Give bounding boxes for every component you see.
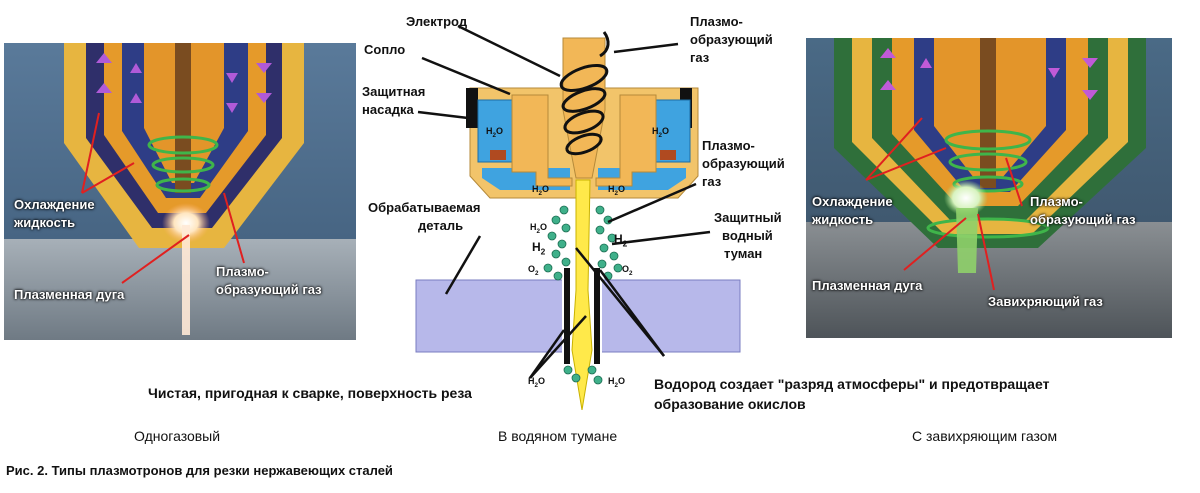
right-coolant-label-1: Охлаждение [812, 194, 893, 209]
shield-label-2: насадка [362, 102, 414, 117]
h2o-channel-right: H2O [608, 184, 626, 197]
right-torch-image [806, 38, 1172, 338]
workpiece-label-1: Обрабатываемая [368, 200, 481, 215]
left-arc-label: Плазменная дуга [14, 287, 125, 302]
electrode-label: Электрод [406, 14, 468, 29]
gas-mid-label-2: образующий [702, 156, 785, 171]
o2-left: O2 [528, 264, 539, 277]
right-gas-label-2: образующий газ [1030, 212, 1136, 227]
shield-label-1: Защитная [362, 84, 426, 99]
right-coolant-label-2: жидкость [812, 212, 874, 227]
h2-right: H2 [614, 232, 628, 249]
surface-label: Чистая, пригодная к сварке, поверхность … [148, 385, 472, 401]
h2o-bottom-left: H2O [528, 376, 546, 389]
figure-caption: Рис. 2. Типы плазмотронов для резки нерж… [6, 463, 393, 478]
gas-mid-label-3: газ [702, 174, 722, 189]
left-gas-label-1: Плазмо- [216, 264, 269, 279]
h2o-chamber-right: H2O [652, 126, 670, 139]
h2o-chamber-left: H2O [486, 126, 504, 139]
gas-top-label-2: образующий [690, 32, 773, 47]
caption-water-mist: В водяном тумане [498, 428, 618, 444]
right-swirl-label: Завихряющий газ [988, 294, 1103, 309]
gas-top-label-1: Плазмо- [690, 14, 743, 29]
gas-top-label-3: газ [690, 50, 710, 65]
left-coolant-label-1: Охлаждение [14, 197, 95, 212]
water-mist-torch-diagram: Электрод Сопло Защитная насадка Плазмо- … [360, 0, 800, 411]
left-torch-image [4, 43, 356, 340]
gas-mid-label-1: Плазмо- [702, 138, 755, 153]
left-gas-label-2: образующий газ [216, 282, 322, 297]
o2-right: O2 [622, 264, 633, 277]
hydrogen-label-2: образование окислов [654, 396, 806, 412]
caption-single-gas: Одногазовый [134, 428, 221, 444]
caption-swirl-gas: С завихряющим газом [912, 428, 1058, 444]
h2o-bottom-right: H2O [608, 376, 626, 389]
right-arc-label: Плазменная дуга [812, 278, 923, 293]
fog-label-2: водный [722, 228, 773, 243]
right-torch-illustration: Охлаждение жидкость Плазмо- образующий г… [806, 38, 1172, 338]
h2-left: H2 [532, 240, 546, 257]
right-gas-label-1: Плазмо- [1030, 194, 1083, 209]
left-torch-illustration: Охлаждение жидкость Плазмо- образующий г… [4, 43, 356, 340]
left-coolant-label-2: жидкость [14, 215, 76, 230]
h2o-channel-left: H2O [532, 184, 550, 197]
fog-label-1: Защитный [714, 210, 782, 225]
hydrogen-label-1: Водород создает "разряд атмосферы" и пре… [654, 376, 1050, 392]
workpiece-label-2: деталь [418, 218, 464, 233]
water-mist-schematic [415, 24, 741, 411]
fog-label-3: туман [724, 246, 763, 261]
h2o-mist: H2O [530, 222, 548, 235]
nozzle-label: Сопло [364, 42, 406, 57]
